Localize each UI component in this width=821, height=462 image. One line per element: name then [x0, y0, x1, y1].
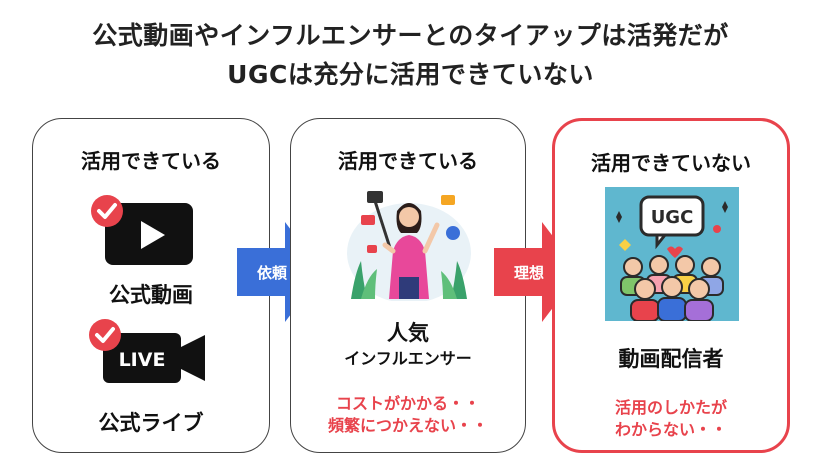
- card-ugc: 活用できていない UGC 動画配信者 活用のしかたが わからない・・: [552, 118, 790, 453]
- live-camera-icon: LIVE: [89, 319, 205, 383]
- card-ugc-note-line2: わからない・・: [614, 420, 727, 439]
- check-badge-icon: [91, 195, 123, 227]
- video-play-icon: [91, 195, 193, 265]
- card-official-heading: 活用できている: [81, 149, 221, 173]
- page-title-line2: UGCは充分に活用できていない: [227, 60, 594, 89]
- card-ugc-note: 活用のしかたが わからない・・: [555, 397, 787, 441]
- card-influencer-label-line2: インフルエンサー: [344, 349, 472, 368]
- card-influencer-note-line2: 頻繁につかえない・・: [327, 416, 488, 435]
- card-influencer-label-line1: 人気: [387, 321, 429, 345]
- ugc-audience-icon: UGC: [605, 187, 739, 321]
- card-influencer: 活用できている 人気 インフルエンサー コストがかかる・・ 頻繁につかえない・・: [290, 118, 526, 453]
- card-official-video-label: 公式動画: [109, 283, 193, 307]
- arrow-request-label: 依頼: [256, 264, 287, 282]
- card-influencer-note-line1: コストがかかる・・: [335, 394, 480, 413]
- card-ugc-heading: 活用できていない: [591, 151, 751, 175]
- card-official: 活用できている 公式動画 LIVE 公式ライブ: [32, 118, 270, 453]
- live-badge-text: LIVE: [119, 349, 166, 371]
- card-official-live-label: 公式ライブ: [98, 411, 204, 435]
- page-title-line1: 公式動画やインフルエンサーとのタイアップは活発だが: [92, 21, 729, 50]
- arrow-ideal-label: 理想: [513, 264, 544, 282]
- influencer-illustration: [347, 191, 471, 301]
- check-badge-icon: [89, 319, 121, 351]
- card-influencer-heading: 活用できている: [338, 149, 478, 173]
- card-influencer-note: コストがかかる・・ 頻繁につかえない・・: [291, 393, 525, 437]
- card-ugc-note-line1: 活用のしかたが: [614, 398, 727, 417]
- ugc-bubble-text: UGC: [651, 207, 694, 228]
- card-ugc-label: 動画配信者: [618, 347, 724, 371]
